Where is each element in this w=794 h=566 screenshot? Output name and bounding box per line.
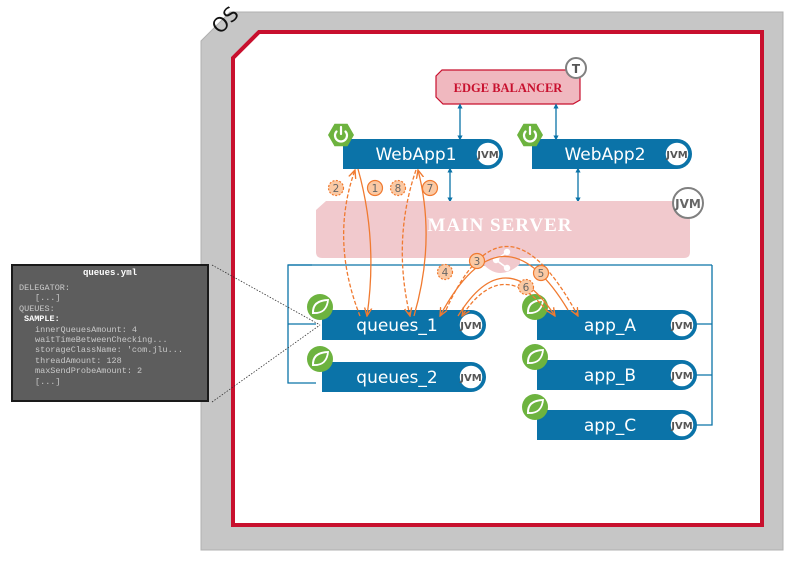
yaml-line: [...] — [35, 376, 61, 387]
main-server-label: MAIN SERVER — [428, 215, 573, 236]
yaml-title: queues.yml — [82, 268, 137, 278]
svg-text:JVM: JVM — [476, 150, 498, 161]
queue-node-1-label: queues_1 — [356, 316, 437, 336]
flow-arrow-2 — [342, 170, 361, 317]
svg-text:JVM: JVM — [459, 321, 481, 332]
webapp-node-1-label: WebApp1 — [375, 145, 456, 165]
step-badges: 1 2 3 4 56 7 8 — [327, 179, 550, 296]
app-node-a[interactable]: app_A JVM — [522, 294, 697, 340]
app-node-b[interactable]: app_B JVM — [522, 344, 697, 390]
svg-text:7: 7 — [427, 183, 434, 195]
step-badge-7: 7 — [421, 179, 439, 197]
queue-node-1[interactable]: queues_1 JVM — [307, 294, 486, 340]
flow-arrows — [342, 168, 578, 317]
yaml-line: SAMPLE: — [24, 314, 60, 325]
step-badge-4: 4 — [436, 263, 454, 281]
svg-text:JVM: JVM — [670, 371, 692, 382]
yaml-line: threadAmount: 128 — [35, 355, 122, 366]
svg-text:3: 3 — [474, 256, 481, 268]
app-node-b-label: app_B — [584, 366, 636, 386]
svg-text:4: 4 — [442, 267, 449, 279]
svg-text:5: 5 — [538, 268, 545, 280]
edge-balancer-label: EDGE BALANCER — [454, 81, 564, 95]
jvm-badge: JVM — [458, 364, 484, 390]
tag-icon: T — [565, 57, 587, 79]
flow-arrow-5 — [457, 277, 555, 316]
yaml-callout-lines — [211, 264, 321, 403]
svg-text:JVM: JVM — [670, 421, 692, 432]
webapp-node-1[interactable]: WebApp1 JVM — [328, 123, 503, 169]
yaml-line: storageClassName: 'com.jlu... — [35, 345, 183, 356]
main-server[interactable]: MAIN SERVER JVM — [316, 187, 704, 273]
svg-text:1: 1 — [372, 183, 379, 195]
flow-arrow-1 — [357, 168, 371, 316]
step-badge-8: 8 — [389, 179, 407, 197]
jvm-badge: JVM — [475, 141, 501, 167]
svg-text:JVM: JVM — [459, 373, 481, 384]
yaml-line: maxSendProbeAmount: 2 — [35, 366, 143, 377]
webapp-node-2[interactable]: WebApp2 JVM — [517, 123, 692, 169]
step-badge-1: 1 — [366, 179, 384, 197]
yaml-line: [...] — [35, 293, 61, 304]
yaml-line: QUEUES: — [19, 303, 55, 314]
step-badge-6: 6 — [517, 278, 535, 296]
svg-text:JVM: JVM — [665, 150, 687, 161]
flow-arrow-6 — [462, 283, 549, 316]
webapp-node-2-label: WebApp2 — [564, 145, 645, 165]
yaml-line: innerQueuesAmount: 4 — [35, 324, 138, 335]
flow-arrow-8 — [401, 169, 417, 316]
queue-node-2[interactable]: queues_2 JVM — [307, 346, 486, 392]
step-badge-3: 3 — [468, 252, 486, 270]
svg-text:JVM: JVM — [674, 197, 701, 211]
step-badge-2: 2 — [327, 179, 345, 197]
flow-arrow-4 — [445, 245, 578, 316]
app-node-c-label: app_C — [584, 416, 636, 436]
jvm-badge: JVM — [669, 412, 695, 438]
edge-balancer[interactable]: EDGE BALANCER T — [435, 57, 587, 105]
spring-boot-power-icon — [517, 123, 543, 147]
app-node-a-label: app_A — [584, 316, 636, 336]
jvm-badge: JVM — [664, 141, 690, 167]
spring-leaf-icon — [522, 394, 548, 420]
step-badge-5: 5 — [532, 264, 550, 282]
svg-text:T: T — [572, 62, 581, 76]
spring-leaf-icon — [307, 346, 333, 372]
svg-text:8: 8 — [395, 183, 402, 195]
jvm-badge: JVM — [669, 362, 695, 388]
yaml-config-panel: queues.yml DELEGATOR:[...]QUEUES:SAMPLE:… — [11, 264, 209, 402]
svg-text:JVM: JVM — [670, 321, 692, 332]
main-server-jvm-badge: JVM — [672, 187, 704, 219]
app-node-c[interactable]: app_C JVM — [522, 394, 697, 440]
flow-arrow-7 — [413, 170, 427, 317]
spring-leaf-icon — [307, 294, 333, 320]
jvm-badge: JVM — [458, 312, 484, 338]
yaml-line: DELEGATOR: — [19, 283, 71, 293]
spring-leaf-icon — [522, 344, 548, 370]
svg-text:2: 2 — [333, 183, 340, 195]
yaml-line: waitTimeBetweenChecking... — [35, 335, 168, 346]
svg-text:6: 6 — [523, 282, 530, 294]
jvm-badge: JVM — [669, 312, 695, 338]
queue-node-2-label: queues_2 — [356, 368, 437, 388]
spring-boot-power-icon — [328, 123, 354, 147]
